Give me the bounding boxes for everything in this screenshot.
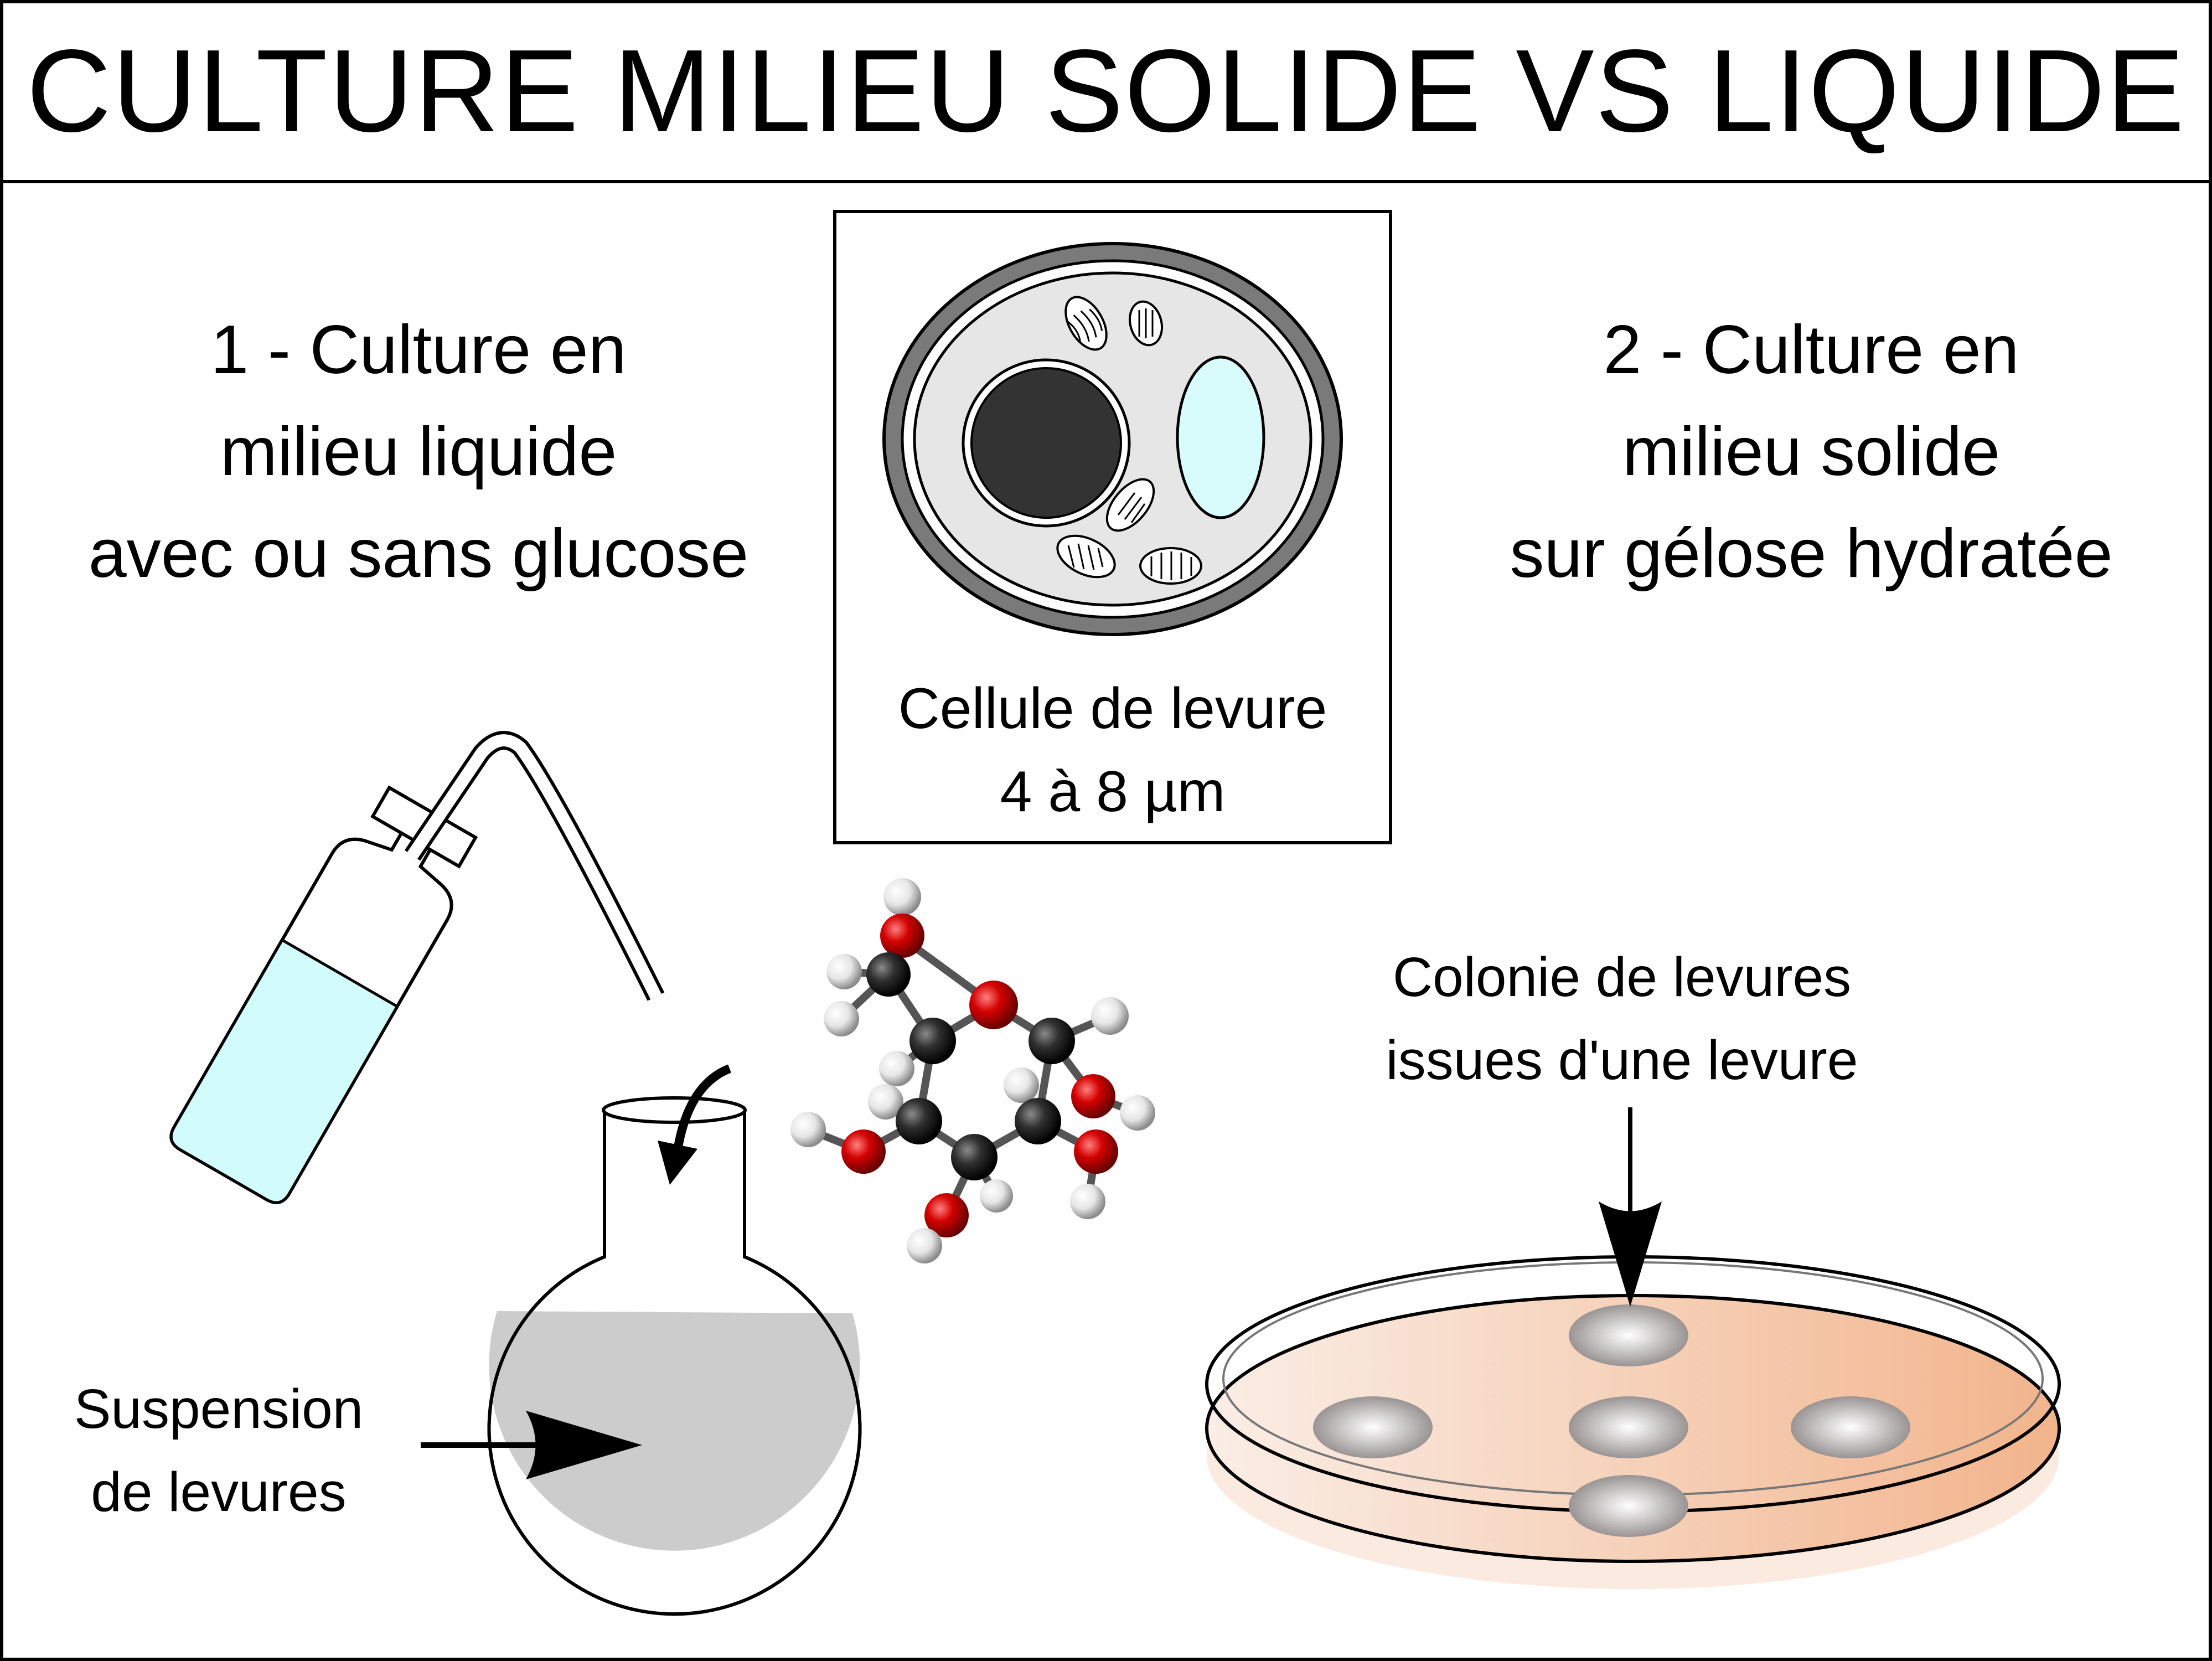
- colony-label-line-2: issues d'une levure: [1386, 1029, 1858, 1091]
- solid-culture-line-1: 2 - Culture en: [1603, 312, 2019, 388]
- liquid-culture-line-2: milieu liquide: [220, 414, 617, 490]
- bottle-liquid: [169, 938, 399, 1204]
- liquid-culture-line-1: 1 - Culture en: [210, 312, 627, 388]
- suspension-label-line-1: Suspension: [74, 1378, 364, 1440]
- yeast-colony: [1791, 1396, 1910, 1458]
- yeast-colony: [1569, 1475, 1688, 1537]
- mitochondrion-icon: [1139, 547, 1202, 585]
- suspension-label-line-2: de levures: [91, 1461, 347, 1523]
- yeast-cell-caption-line-2: 4 à 8 µm: [1000, 760, 1226, 824]
- solid-culture-heading: 2 - Culture en milieu solide sur gélose …: [1410, 299, 2212, 605]
- suspension-liquid: [489, 1311, 860, 1551]
- yeast-colony: [1569, 1396, 1688, 1458]
- glucose-molecule-icon: [790, 878, 1155, 1263]
- yeast-colony: [1569, 1304, 1688, 1366]
- yeast-cell-icon: [882, 242, 1343, 636]
- wash-bottle-icon: [169, 731, 665, 1204]
- petri-dish-icon: [1205, 1107, 2061, 1589]
- pour-arrow: [672, 1064, 732, 1158]
- liquid-culture-line-3: avec ou sans glucose: [88, 515, 749, 592]
- mitochondrion-icon: [1056, 534, 1116, 579]
- mitochondrion-icon: [1064, 296, 1108, 351]
- flask-icon: [421, 1064, 862, 1616]
- pour-arrow-head: [658, 1141, 697, 1185]
- solid-culture-line-2: milieu solide: [1622, 414, 2001, 490]
- suspension-label: Suspension de levures: [17, 1368, 421, 1534]
- colony-label-line-1: Colonie de levures: [1392, 946, 1852, 1008]
- solid-culture-line-3: sur gélose hydratée: [1510, 515, 2113, 592]
- page-title: CULTURE MILIEU SOLIDE VS LIQUIDE: [26, 25, 2186, 156]
- yeast-cell-caption: Cellule de levure 4 à 8 µm: [835, 667, 1391, 833]
- yeast-cell-caption-line-1: Cellule de levure: [898, 677, 1327, 741]
- colony-arrow-head: [1599, 1201, 1662, 1307]
- mitochondrion-icon: [1105, 478, 1155, 532]
- yeast-cell-panel: [833, 210, 1392, 844]
- suspension-arrow-head: [526, 1411, 642, 1479]
- liquid-culture-heading: 1 - Culture en milieu liquide avec ou sa…: [0, 299, 837, 605]
- mitochondrion-icon: [1129, 300, 1163, 347]
- colony-label: Colonie de levures issues d'une levure: [1273, 936, 1971, 1102]
- yeast-colony: [1313, 1396, 1433, 1458]
- vacuole-icon: [1176, 355, 1265, 519]
